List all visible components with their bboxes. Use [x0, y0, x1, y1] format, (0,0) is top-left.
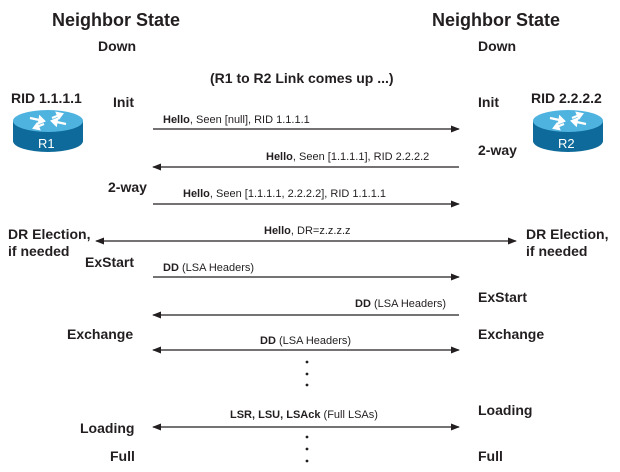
right-state-full: Full [478, 448, 503, 464]
left-header: Neighbor State [52, 10, 181, 30]
message-m3-type: Hello [183, 188, 210, 200]
message-m4-detail: , DR=z.z.z.z [290, 225, 351, 237]
left-state-exchange: Exchange [67, 326, 134, 342]
left-state-down: Down [98, 38, 137, 54]
router-r1-icon [13, 110, 83, 152]
message-m5: DD (LSA Headers) [163, 262, 254, 274]
message-m1-detail: , Seen [null], RID 1.1.1.1 [189, 114, 310, 126]
right-state-down: Down [478, 38, 517, 54]
message-m6-detail: (LSA Headers) [370, 298, 447, 310]
left-dr-line2: if needed [8, 243, 70, 259]
right-dr-line1: DR Election, [526, 226, 609, 242]
message-m4: Hello, DR=z.z.z.z [264, 225, 351, 237]
right-state-exstart: ExStart [478, 289, 528, 305]
message-m1-type: Hello [163, 114, 190, 126]
left-dr-line1: DR Election, [8, 226, 91, 242]
message-m2-type: Hello [266, 151, 293, 163]
left-dr-election: DR Election, if needed [8, 226, 90, 260]
left-state-init: Init [113, 94, 134, 110]
message-m4-type: Hello [264, 225, 291, 237]
message-m8: LSR, LSU, LSAck (Full LSAs) [230, 409, 378, 421]
right-dr-line2: if needed [526, 243, 588, 259]
message-m7-type: DD [260, 335, 276, 347]
left-state-loading: Loading [80, 420, 135, 436]
message-m7: DD (LSA Headers) [260, 335, 351, 347]
router-r2-icon [533, 110, 603, 152]
left-state-full: Full [110, 448, 135, 464]
r1-router-id: RID 1.1.1.1 [11, 90, 82, 106]
message-m5-type: DD [163, 262, 179, 274]
message-m1: Hello, Seen [null], RID 1.1.1.1 [163, 114, 310, 126]
message-m6-type: DD [355, 298, 371, 310]
message-m2: Hello, Seen [1.1.1.1], RID 2.2.2.2 [266, 151, 429, 163]
message-m8-type: LSR, LSU, LSAck [230, 409, 321, 421]
message-m3: Hello, Seen [1.1.1.1, 2.2.2.2], RID 1.1.… [183, 188, 386, 200]
continuation-dots [305, 360, 309, 463]
r2-router-id: RID 2.2.2.2 [531, 90, 602, 106]
link-up-event: (R1 to R2 Link comes up ...) [210, 70, 394, 86]
message-m3-detail: , Seen [1.1.1.1, 2.2.2.2], RID 1.1.1.1 [209, 188, 387, 200]
right-header: Neighbor State [432, 10, 561, 30]
message-m6: DD (LSA Headers) [355, 298, 446, 310]
message-m2-detail: , Seen [1.1.1.1], RID 2.2.2.2 [292, 151, 430, 163]
right-state-exchange: Exchange [478, 326, 545, 342]
router-r2-label: R2 [558, 136, 575, 151]
right-dr-election: DR Election, if needed [526, 226, 608, 260]
left-state-2way: 2-way [108, 179, 147, 195]
left-state-exstart: ExStart [85, 254, 135, 270]
message-m8-detail: (Full LSAs) [320, 409, 378, 421]
router-r1-label: R1 [38, 136, 55, 151]
message-m5-detail: (LSA Headers) [178, 262, 255, 274]
right-state-init: Init [478, 94, 499, 110]
right-state-loading: Loading [478, 402, 533, 418]
right-state-2way: 2-way [478, 142, 517, 158]
message-m7-detail: (LSA Headers) [275, 335, 352, 347]
